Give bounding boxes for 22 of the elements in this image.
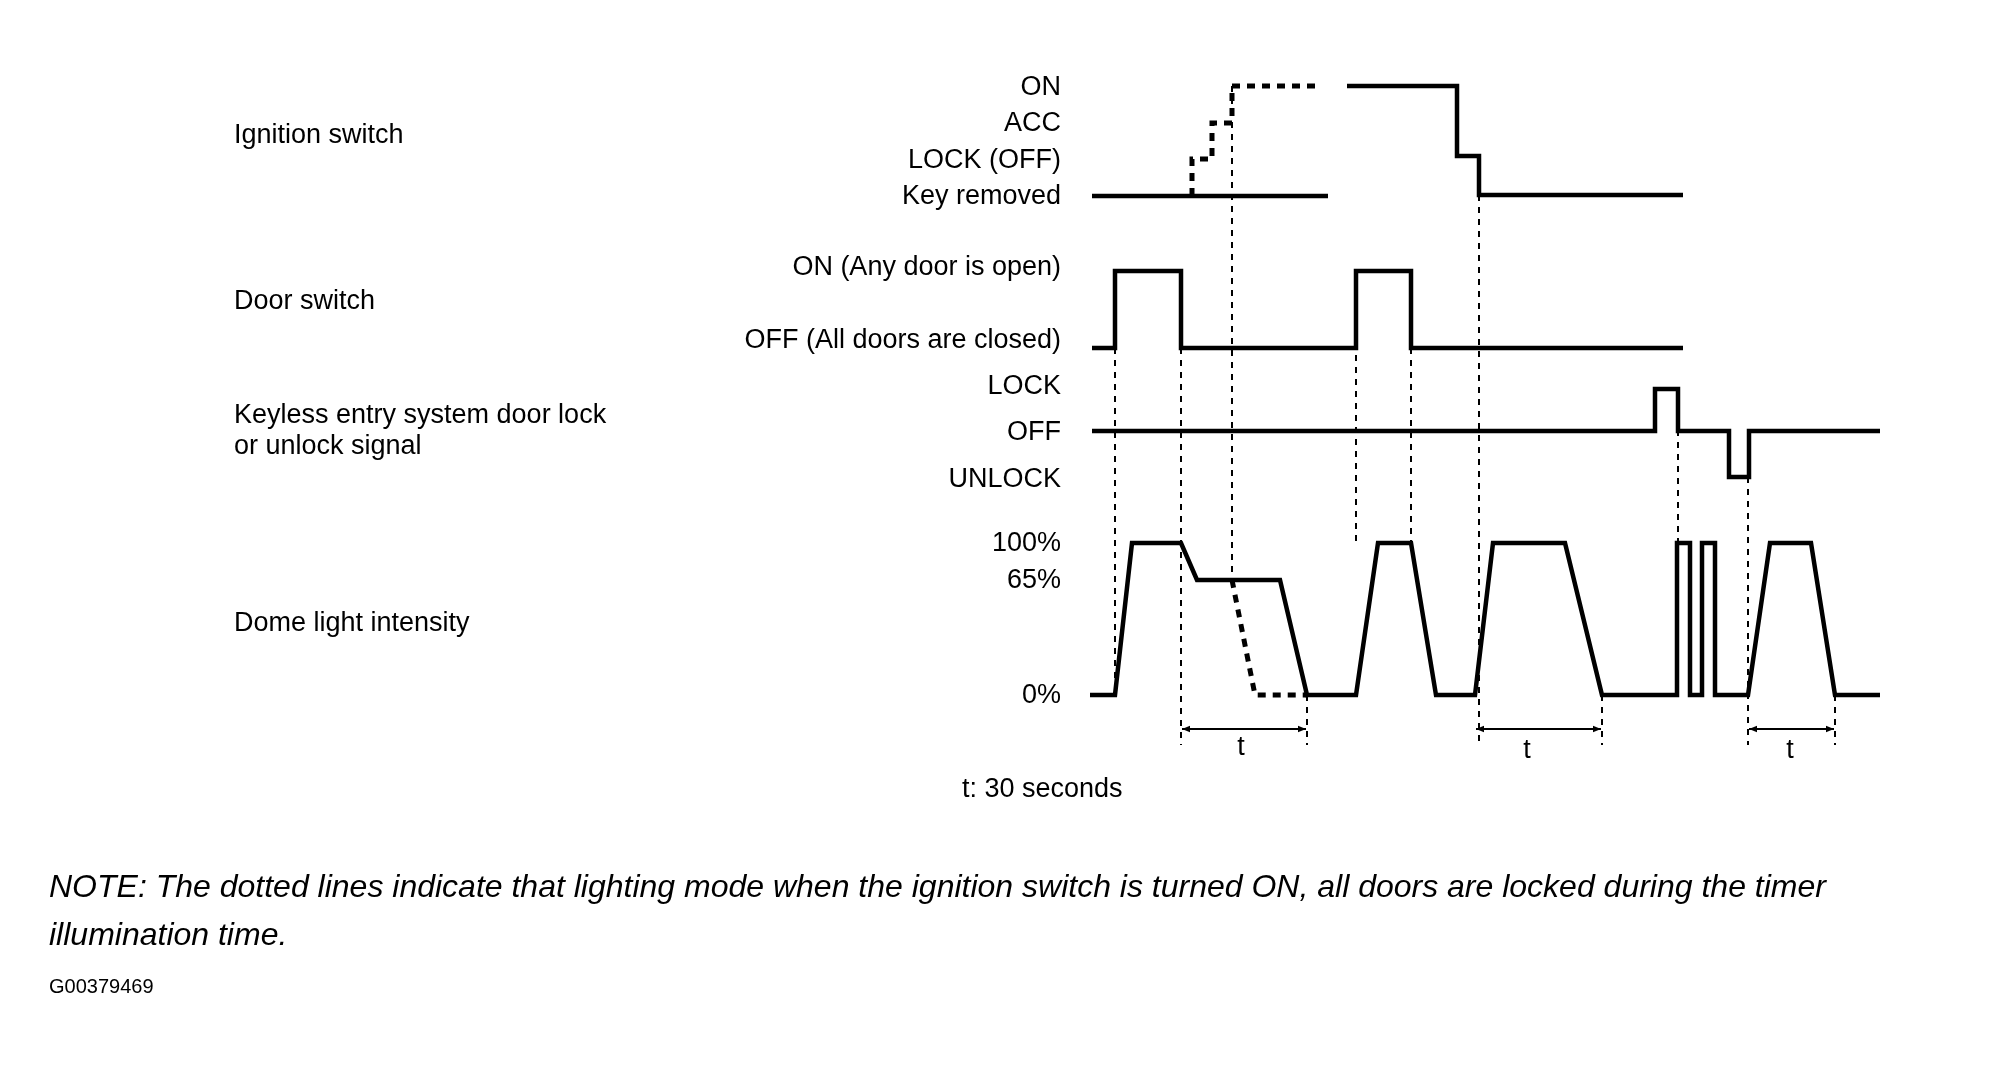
level-label: 65% xyxy=(1006,564,1061,596)
legend-note: t: 30 seconds xyxy=(962,773,1123,805)
note-text: NOTE: The dotted lines indicate that lighting mode when the ignition switch is turned ON, all doors are locked during the timer illumination time. xyxy=(49,867,1828,954)
level-label: LOCK xyxy=(987,370,1061,402)
level-label: ON (Any door is open) xyxy=(792,251,1061,283)
signal-name: Ignition switch xyxy=(234,119,404,151)
signal-name: Door switch xyxy=(234,285,376,317)
dimension-label: t xyxy=(1237,731,1245,763)
level-label: UNLOCK xyxy=(948,463,1061,495)
level-label: OFF xyxy=(1007,416,1061,448)
signal-name: Keyless entry system door lock or unlock signal xyxy=(234,398,608,462)
level-label: OFF (All doors are closed) xyxy=(744,324,1061,356)
level-label: ACC xyxy=(1004,107,1061,139)
figure-id: G00379469 xyxy=(49,974,154,998)
signal-name: Dome light intensity xyxy=(234,607,470,639)
level-label: ON xyxy=(1020,71,1061,103)
level-label: LOCK (OFF) xyxy=(908,144,1061,176)
level-label: Key removed xyxy=(901,180,1061,212)
level-label: 0% xyxy=(1021,679,1061,711)
level-label: 100% xyxy=(991,527,1061,559)
dimension-label: t xyxy=(1523,734,1531,766)
dimension-label: t xyxy=(1786,734,1794,766)
